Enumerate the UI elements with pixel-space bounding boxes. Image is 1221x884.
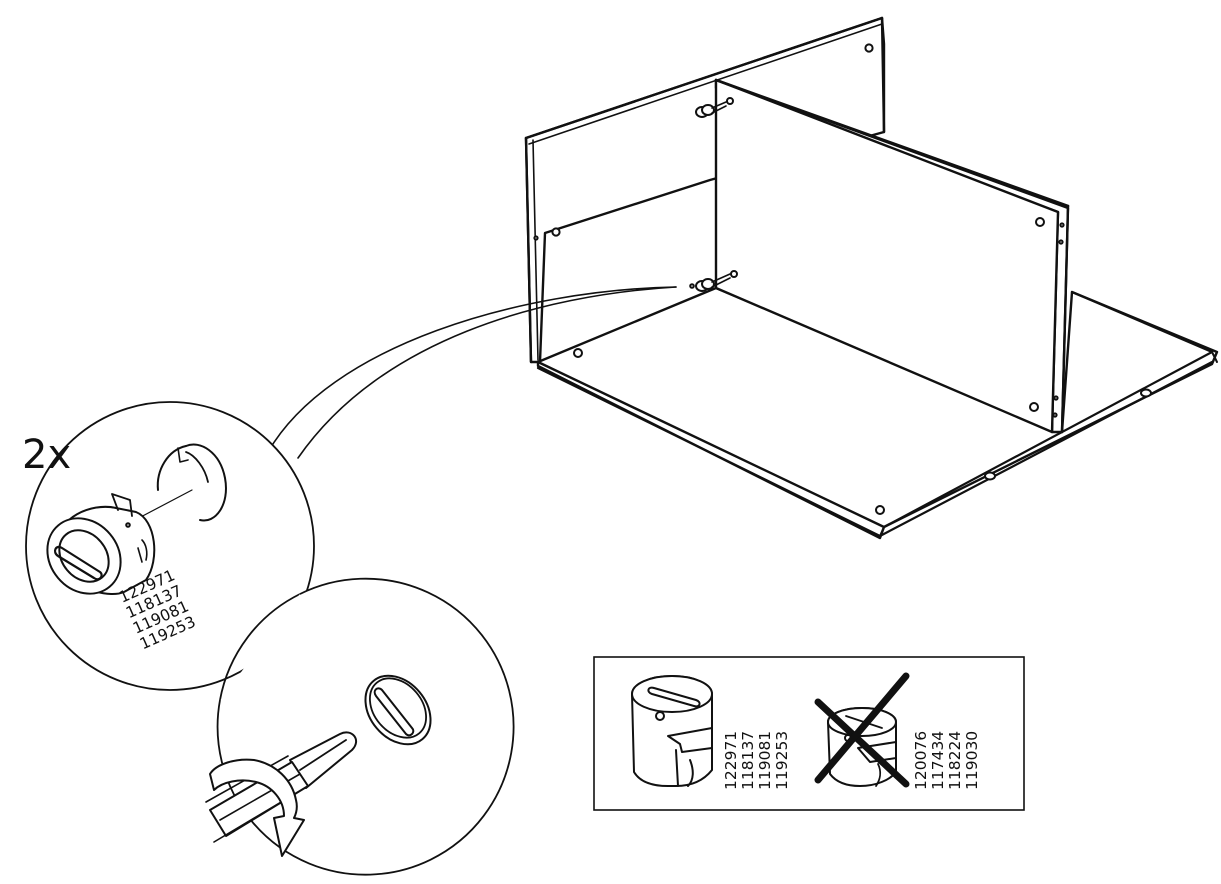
detail-circle-cam-insert: 2x 122971 118137 119081 119253 [22,401,315,691]
cam-head-icon [364,674,432,746]
detail-part-numbers: 122971 118137 119081 119253 [116,566,198,653]
rotation-arrow-icon [209,758,305,857]
incorrect-number-2: 117434 [929,731,947,790]
cam-lock-fitting-icon [46,493,156,596]
cam-lock-lower [689,270,738,292]
detail-circle-tighten [205,577,515,876]
callout-leader [267,286,677,459]
incorrect-number-3: 118224 [946,731,964,790]
compatibility-box: 122971 118137 119081 119253 120076 11743… [593,656,1025,811]
correct-number-3: 119081 [756,731,774,790]
furniture-assembly [524,16,1219,540]
correct-number-4: 119253 [773,731,791,790]
incorrect-part-numbers: 120076 117434 118224 119030 [912,731,981,790]
panel-hole [156,443,227,522]
incorrect-number-4: 119030 [963,731,981,790]
correct-part-numbers: 122971 118137 119081 119253 [722,731,791,790]
correct-cam-fitting-icon [631,675,713,787]
correct-number-2: 118137 [739,731,757,790]
cross-out-mark-icon [814,672,910,788]
cam-lock-upper [695,97,734,118]
incorrect-number-1: 120076 [912,731,930,790]
side-panel [714,78,1070,434]
back-panel [524,16,886,364]
quantity-label: 2x [22,432,71,478]
correct-number-1: 122971 [722,731,740,790]
